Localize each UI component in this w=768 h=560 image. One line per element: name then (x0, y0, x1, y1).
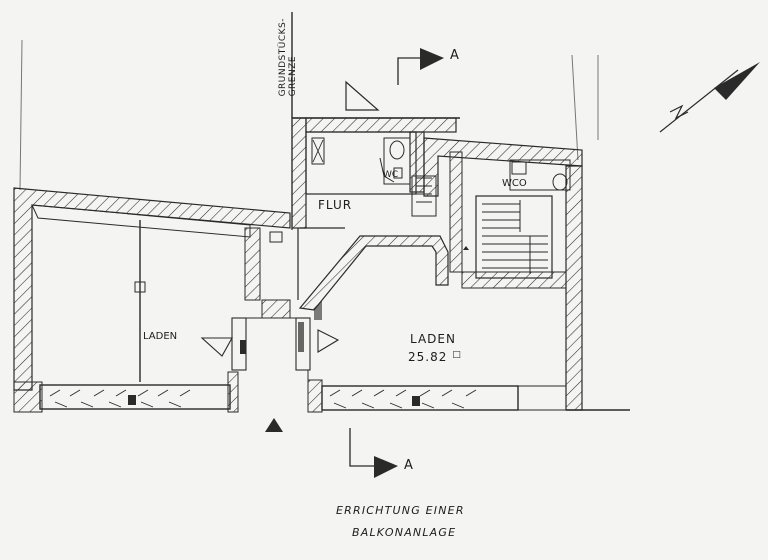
stair-right (461, 195, 567, 289)
section-marker-bottom: A (404, 458, 413, 473)
balcony-band-left (39, 371, 239, 413)
wc-label-upper: WC (383, 170, 399, 180)
section-marker-top: A (450, 48, 459, 63)
section-arrow-icon (349, 48, 444, 478)
room-area: 25.82 □ (408, 350, 462, 364)
caption-line-2: BALKONANLAGE (352, 526, 457, 539)
wall-flur (261, 117, 457, 320)
wall-right-upper (423, 137, 583, 411)
room-label-flur: FLUR (318, 198, 353, 212)
stair-flur (411, 175, 437, 217)
wc-label-right: WCO (502, 178, 527, 189)
entrance-triangle-icon (265, 418, 283, 432)
wall-left-shop (13, 187, 291, 413)
entrance (200, 231, 340, 410)
room-label-laden-right: LADEN (410, 332, 456, 346)
north-arrow-icon (659, 62, 760, 133)
upper-wc (305, 131, 417, 195)
boundary-label: GRUNDSTÜCKS-GRENZE (278, 18, 298, 97)
room-label-laden-left: LADEN (143, 331, 178, 342)
caption-line-1: ERRICHTUNG EINER (336, 504, 465, 517)
